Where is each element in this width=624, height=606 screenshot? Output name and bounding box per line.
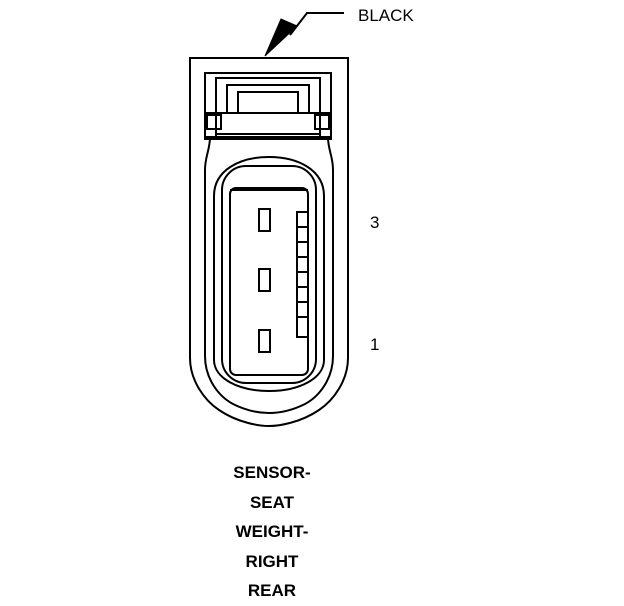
connector-caption: SENSOR- SEAT WEIGHT- RIGHT REAR [180,458,364,606]
callout-leader-line [289,12,344,36]
caption-line: WEIGHT- [235,522,309,541]
pin-2-terminal [258,268,271,292]
connector-inner-housing [204,136,334,415]
pin-number-label-1: 1 [370,335,380,354]
color-callout-label: BLACK [358,6,414,25]
caption-line: REAR [247,581,297,600]
connector-latch [204,72,332,140]
connector-outer-housing [189,57,349,428]
pin-number-label-3: 3 [370,213,380,232]
pin-3-terminal [258,208,271,232]
connector-ribs [296,211,309,338]
callout-arrowhead [264,18,298,57]
caption-line: RIGHT [245,551,299,571]
caption-line: SEAT [249,492,295,512]
pin-1-terminal [258,329,271,353]
caption-line: SENSOR- [233,463,311,482]
